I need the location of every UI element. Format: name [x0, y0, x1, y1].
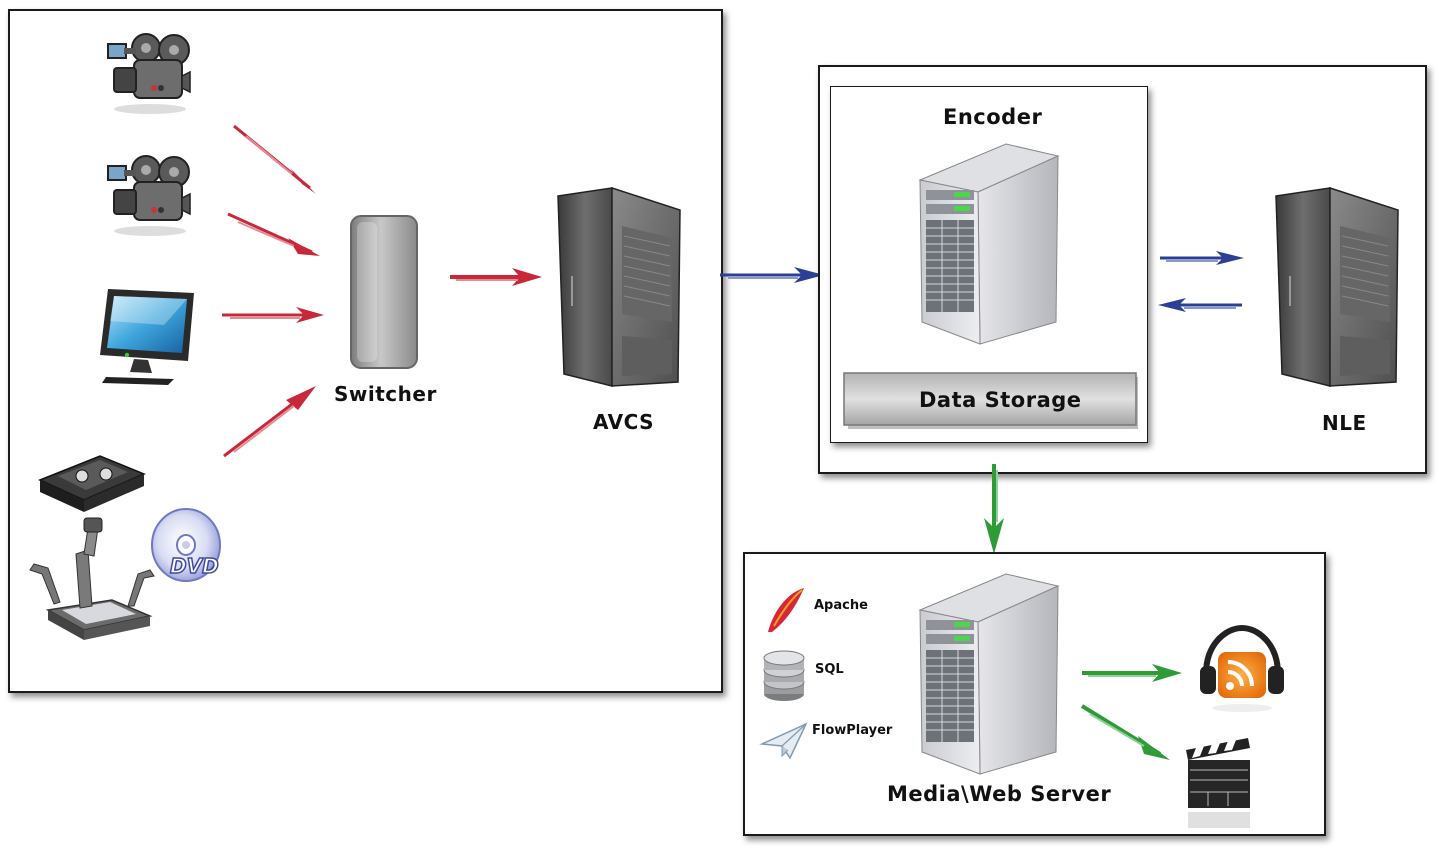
svg-text:DVD: DVD: [170, 554, 219, 578]
vhs-tape-icon: [36, 452, 148, 518]
web-server-icon: [916, 570, 1062, 776]
apache-label: Apache: [814, 598, 868, 613]
encoder-to-nle-arrow-icon: [1158, 248, 1246, 268]
encoder-label: Encoder: [943, 105, 1043, 129]
encoder-server-icon: [916, 140, 1062, 346]
avcs-to-encoder-arrow-icon: [718, 264, 826, 286]
switcher-label: Switcher: [334, 382, 437, 406]
encoder-to-webserver-arrow-icon: [980, 462, 1008, 556]
data-storage-label: Data Storage: [919, 388, 1082, 412]
webserver-to-podcast-arrow-icon: [1080, 662, 1184, 684]
monitor-icon: [94, 285, 198, 387]
nle-server-icon: [1270, 186, 1404, 396]
podcast-headphones-icon: [1196, 624, 1288, 714]
input-arrow-icon: [220, 384, 320, 460]
nle-label: NLE: [1322, 411, 1367, 435]
data-storage-bar: [843, 372, 1140, 431]
web-server-label: Media\Web Server: [887, 782, 1112, 806]
webserver-to-video-arrow-icon: [1080, 704, 1172, 764]
sql-label: SQL: [815, 662, 844, 677]
apache-feather-icon: [764, 586, 808, 636]
input-arrow-icon: [224, 210, 324, 260]
video-camera-icon: [104, 152, 196, 237]
switcher-icon: [349, 214, 421, 372]
document-camera-icon: [24, 514, 160, 648]
database-icon: [762, 650, 806, 704]
switcher-to-avcs-arrow-icon: [448, 266, 544, 288]
paper-plane-icon: [759, 720, 808, 762]
clapperboard-icon: [1182, 736, 1254, 832]
input-arrow-icon: [230, 122, 322, 198]
input-arrow-icon: [220, 305, 326, 325]
flowplayer-label: FlowPlayer: [812, 723, 893, 738]
avcs-server-icon: [552, 186, 686, 396]
dvd-disc-icon: DVD: [148, 505, 230, 589]
video-camera-icon: [104, 30, 196, 115]
avcs-label: AVCS: [593, 410, 655, 434]
nle-to-encoder-arrow-icon: [1156, 295, 1244, 315]
